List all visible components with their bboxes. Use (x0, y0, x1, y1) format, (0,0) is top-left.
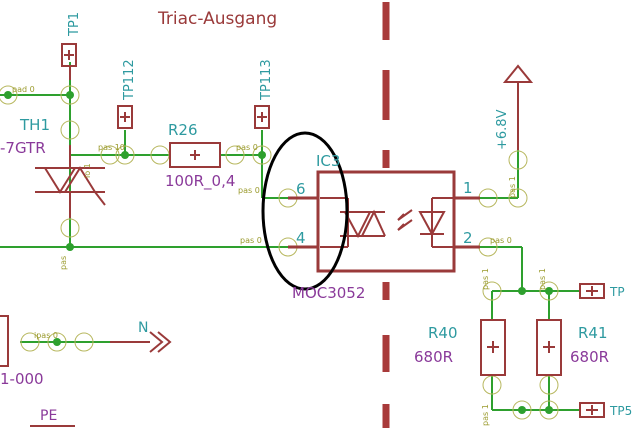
r40-label: R40 (428, 324, 458, 342)
tp112-testpoint (117, 105, 133, 129)
ic3-internal (320, 197, 454, 248)
pad-label: pas 10 (98, 143, 125, 152)
r26-value: 100R_0,4 (165, 172, 235, 191)
pin-4-label: 4 (296, 229, 306, 247)
n-net-flag (110, 331, 172, 353)
r40-value: 680R (414, 348, 453, 366)
vcc-supply-symbol (502, 64, 534, 150)
tp1-testpoint (61, 43, 77, 80)
highlight-ellipse (261, 131, 349, 291)
pad-label: io 1 (83, 163, 92, 178)
ic3-label: IC3 (316, 152, 340, 170)
tp113-label: TP113 (259, 59, 274, 101)
pad-label: pas 1 (481, 268, 490, 290)
pad-label: pas 0 (490, 236, 512, 245)
r26-label: R26 (168, 121, 198, 139)
th1-value: -7GTR (0, 139, 46, 157)
r41-resistor (536, 319, 562, 376)
title: Triac-Ausgang (157, 9, 277, 29)
ic3-value: MOC3052 (292, 284, 365, 302)
tp-right-bottom-label: TP5 (609, 404, 632, 418)
pin-1-label: 1 (463, 179, 473, 197)
tp-right-top-label: TP (609, 285, 625, 299)
junction-dots (4, 91, 553, 414)
tp1-label: TP1 (67, 12, 82, 37)
pad-label: pas 1 (481, 404, 490, 426)
tp112-label: TP112 (122, 59, 137, 101)
th1-label: TH1 (19, 116, 50, 134)
pad-label: pas (59, 256, 68, 270)
th1-triac (35, 145, 106, 218)
pe-net-label: PE (40, 408, 57, 424)
pin-2-label: 2 (463, 229, 473, 247)
net-wires (0, 62, 580, 411)
n-net-label: N (138, 320, 148, 336)
r40-resistor (480, 319, 506, 376)
pad-label: pas 0 (236, 143, 258, 152)
pad-circles (0, 85, 559, 420)
tp113-testpoint (254, 105, 270, 129)
pin-6-label: 6 (296, 180, 306, 198)
pad-label: pas 1 (538, 268, 547, 290)
left-partial-component (0, 315, 9, 367)
left-part-value: 1-000 (0, 370, 44, 388)
pad-label: pas 0 (240, 236, 262, 245)
vcc-label: +6.8V (495, 109, 510, 150)
pad-label: pad 0 (12, 85, 35, 94)
ic3-optocoupler (288, 170, 480, 273)
r41-value: 680R (570, 348, 609, 366)
r41-label: R41 (578, 324, 608, 342)
pad-label: ipas 0 (34, 331, 58, 340)
pad-label: pas 1 (508, 176, 517, 198)
tp-right-top-testpoint (579, 283, 605, 299)
pad-label: pas 0 (238, 186, 260, 195)
r26-resistor (169, 142, 221, 168)
tp-right-bottom-testpoint (579, 402, 605, 418)
